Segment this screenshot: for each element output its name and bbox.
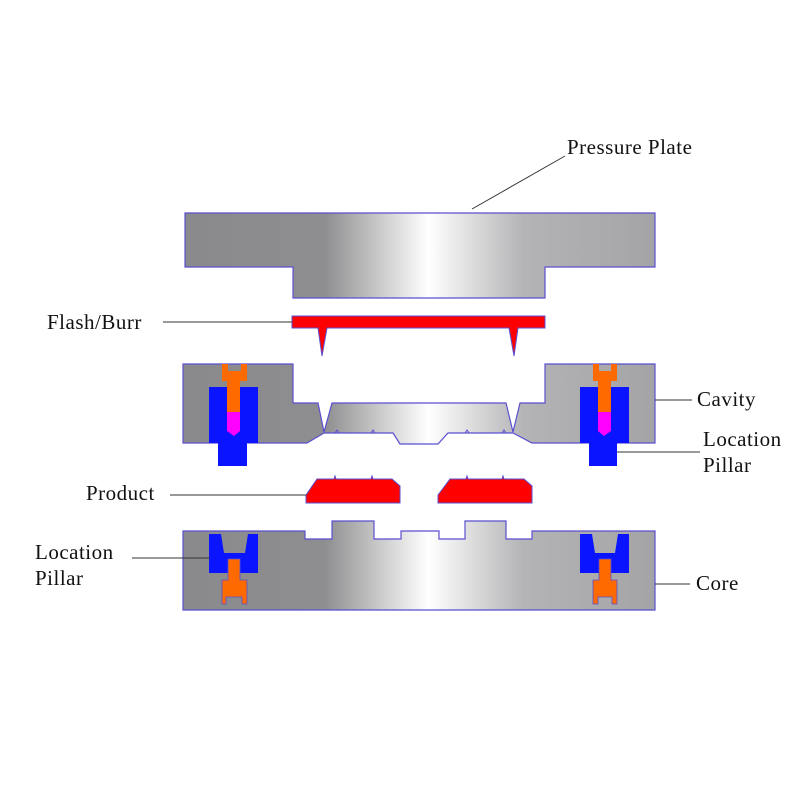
core-location-pillar-left — [209, 534, 258, 605]
label-cavity: Cavity — [697, 387, 756, 411]
product-left — [305, 474, 401, 504]
label-product: Product — [86, 481, 155, 505]
core-location-pillar-right — [580, 534, 629, 605]
cavity-location-pillar-right — [580, 364, 629, 466]
pressure-plate — [184, 212, 656, 299]
core-plate — [182, 520, 656, 611]
dowel — [227, 412, 240, 436]
label-location-pillar-left-1: Location — [35, 540, 114, 564]
leader-pressure-plate — [471, 155, 566, 210]
label-location-pillar-right-1: Location — [703, 427, 782, 451]
flash-burr — [291, 315, 546, 357]
label-location-pillar-right-2: Pillar — [703, 453, 752, 477]
screw — [592, 558, 618, 605]
screw — [222, 364, 247, 412]
cavity-nubs — [334, 429, 507, 434]
cavity-plate — [182, 363, 656, 445]
cavity-location-pillar-left — [209, 364, 258, 466]
screw — [593, 364, 617, 412]
product-right — [437, 474, 533, 504]
dowel — [598, 412, 611, 436]
screw — [221, 558, 248, 605]
label-flash-burr: Flash/Burr — [47, 310, 142, 334]
label-pressure-plate: Pressure Plate — [567, 135, 692, 159]
label-location-pillar-left-2: Pillar — [35, 566, 84, 590]
label-core: Core — [696, 571, 739, 595]
